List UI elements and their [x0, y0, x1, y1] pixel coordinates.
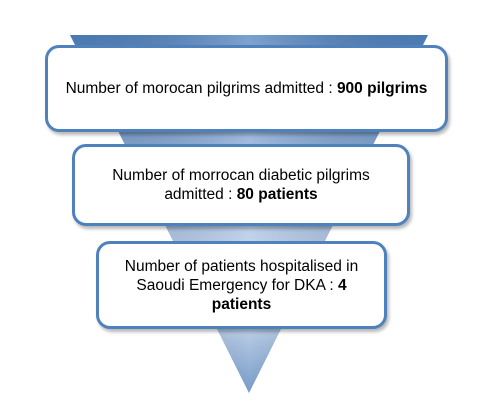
funnel-level-1-box: Number of morocan pilgrims admitted : 90…: [45, 45, 448, 132]
funnel-level-2-box: Number of morrocan diabetic pilgrims adm…: [72, 144, 410, 226]
funnel-level-1-text: Number of morocan pilgrims admitted : 90…: [66, 79, 428, 98]
funnel-level-2-label: Number of morrocan diabetic pilgrims adm…: [112, 167, 370, 203]
funnel-level-1-value: 900 pilgrims: [336, 80, 428, 97]
funnel-level-3-label: Number of patients hospitalised in Saoud…: [124, 257, 359, 294]
funnel-level-2-text: Number of morrocan diabetic pilgrims adm…: [83, 166, 399, 204]
funnel-level-3-value: 4 patients: [211, 276, 347, 313]
funnel-level-3-text: Number of patients hospitalised in Saoud…: [107, 257, 376, 314]
funnel-level-2-value: 80 patients: [236, 186, 318, 203]
funnel-level-3-box: Number of patients hospitalised in Saoud…: [96, 241, 387, 329]
funnel-level-1-label: Number of morocan pilgrims admitted :: [65, 80, 337, 97]
